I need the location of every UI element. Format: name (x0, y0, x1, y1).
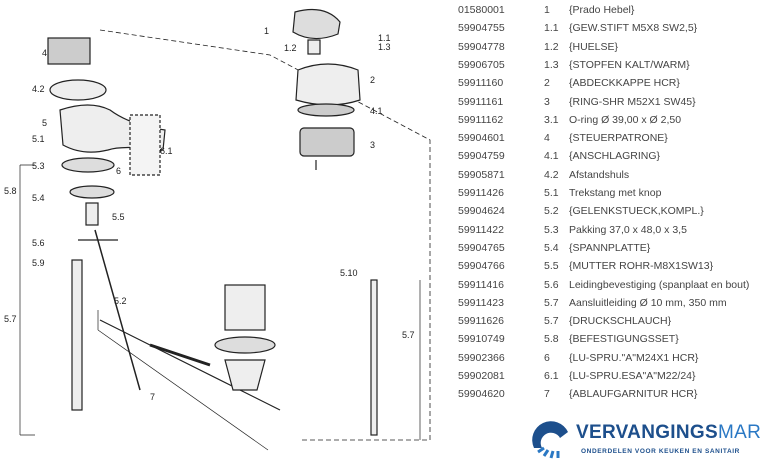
position-number: 4.1 (544, 150, 559, 163)
callout-label: 5.8 (4, 186, 17, 196)
position-number: 1 (544, 4, 550, 16)
part-description: {SPANNPLATTE} (569, 241, 651, 254)
part-description: Afstandshuls (569, 168, 630, 181)
part-number: 59911422 (458, 223, 504, 236)
callout-label: 5.3 (32, 161, 45, 171)
position-number: 1.2 (544, 40, 559, 53)
position-number: 5.8 (544, 333, 559, 346)
part-number: 01580001 (458, 4, 505, 16)
callout-label: 7 (150, 392, 156, 402)
part-description: {LU-SPRU.ESA"A"M22/24} (569, 370, 696, 382)
position-number: 4 (544, 132, 550, 145)
callout-label: 5.2 (114, 296, 127, 306)
part-description: {GELENKSTUECK,KOMPL.} (569, 205, 704, 218)
part-number: 59904765 (458, 241, 505, 254)
position-number: 1.1 (544, 22, 559, 35)
position-number: 5.5 (544, 260, 559, 273)
part-description: Leidingbevestiging (spanplaat en bout) (569, 278, 750, 291)
position-number: 7 (544, 388, 550, 401)
part-description: {MUTTER ROHR-M8X1SW13} (569, 260, 714, 273)
part-description: {Prado Hebel} (569, 4, 635, 16)
part-number: 59910749 (458, 333, 505, 346)
position-number: 5.6 (544, 278, 559, 291)
callout-label: 5.1 (32, 134, 45, 144)
part-number: 59911423 (458, 296, 504, 309)
part-description: O-ring Ø 39,00 x Ø 2,50 (569, 113, 682, 126)
position-number: 5.2 (544, 205, 559, 218)
callout-label: 2 (370, 75, 376, 85)
part-number: 59906705 (458, 58, 505, 71)
position-number: 6.1 (544, 370, 559, 382)
callout-label: 5.4 (32, 193, 45, 203)
part-description: {HUELSE} (569, 40, 619, 53)
callout-label: 5.6 (32, 238, 45, 248)
callout-label: 5 (42, 118, 48, 128)
part-description: Trekstang met knop (569, 187, 662, 199)
callout-label: 1.3 (378, 42, 391, 52)
part-description: {LU-SPRU."A"M24X1 HCR} (569, 351, 699, 364)
logo-tagline: ONDERDELEN VOOR KEUKEN EN SANITAIR (581, 448, 740, 455)
logo-swirl-icon (532, 421, 568, 459)
position-number: 6 (544, 351, 550, 364)
callout-label: 5.10 (340, 268, 358, 278)
part-number: 59911161 (458, 95, 504, 108)
part-description: {DRUCKSCHLAUCH} (569, 315, 672, 328)
diagram-drawing (19, 9, 431, 451)
logo-brand-light: MARKT (717, 422, 760, 443)
position-number: 3 (544, 95, 550, 108)
callout-label: 5.7 (402, 330, 415, 340)
part-number: 59904766 (458, 260, 505, 273)
part-description: {RING-SHR M52X1 SW45} (569, 95, 696, 108)
part-number: 59904620 (458, 388, 505, 401)
part-number: 59904601 (458, 132, 505, 145)
part-number: 59902366 (458, 351, 505, 364)
callout-label: 1 (264, 26, 270, 36)
part-number: 59904759 (458, 150, 505, 163)
part-description: {BEFESTIGUNGSSET} (569, 333, 679, 346)
callout-label: 5.5 (112, 212, 125, 222)
position-number: 2 (544, 77, 550, 90)
part-description: {GEW.STIFT M5X8 SW2,5} (569, 22, 698, 35)
part-description: {ABLAUFGARNITUR HCR} (569, 388, 698, 401)
callout-label: 6 (116, 166, 122, 176)
position-number: 3.1 (544, 113, 559, 126)
position-number: 5.3 (544, 223, 559, 236)
callout-label: 5.9 (32, 258, 45, 268)
part-number: 59905871 (458, 168, 505, 181)
position-number: 5.7 (544, 315, 559, 328)
position-number: 5.7 (544, 296, 559, 309)
part-description: Pakking 37,0 x 48,0 x 3,5 (569, 223, 687, 236)
callout-label: 5.7 (4, 314, 17, 324)
logo-brand: VERVANGINGSMARKT (576, 422, 760, 444)
exploded-view-diagram: 1 1.1 1.2 1.3 2 4.1 3 4 4.2 5 5.1 5.3 6.… (4, 9, 431, 451)
part-number: 59911162 (458, 113, 504, 126)
part-description: {STOPFEN KALT/WARM} (569, 58, 690, 71)
callout-label: 4 (42, 48, 48, 58)
part-number: 59911626 (458, 315, 504, 328)
callout-label: 1.1 (378, 33, 391, 43)
part-number: 59904755 (458, 22, 505, 35)
position-number: 5.4 (544, 241, 559, 254)
part-description: {ABDECKKAPPE HCR} (569, 77, 680, 90)
part-number: 59911160 (458, 77, 504, 90)
callout-label: 3 (370, 140, 376, 150)
callout-label: 6.1 (160, 146, 173, 156)
part-number: 59902081 (458, 370, 505, 382)
vervangingsmarkt-logo: VERVANGINGSMARKT ONDERDELEN VOOR KEUKEN … (528, 418, 760, 464)
part-description: Aansluitleiding Ø 10 mm, 350 mm (569, 296, 727, 309)
part-description: {STEUERPATRONE} (569, 132, 668, 145)
position-number: 4.2 (544, 168, 559, 181)
callout-label: 4.1 (370, 106, 383, 116)
part-number: 59904624 (458, 205, 505, 218)
part-description: {ANSCHLAGRING} (569, 150, 661, 163)
position-number: 1.3 (544, 58, 559, 71)
logo-brand-bold: VERVANGINGS (576, 422, 718, 443)
position-number: 5.1 (544, 187, 559, 199)
part-number: 59911426 (458, 187, 504, 199)
callout-label: 1.2 (284, 43, 297, 53)
part-number: 59911416 (458, 278, 504, 291)
part-number: 59904778 (458, 40, 505, 53)
callout-label: 4.2 (32, 84, 45, 94)
